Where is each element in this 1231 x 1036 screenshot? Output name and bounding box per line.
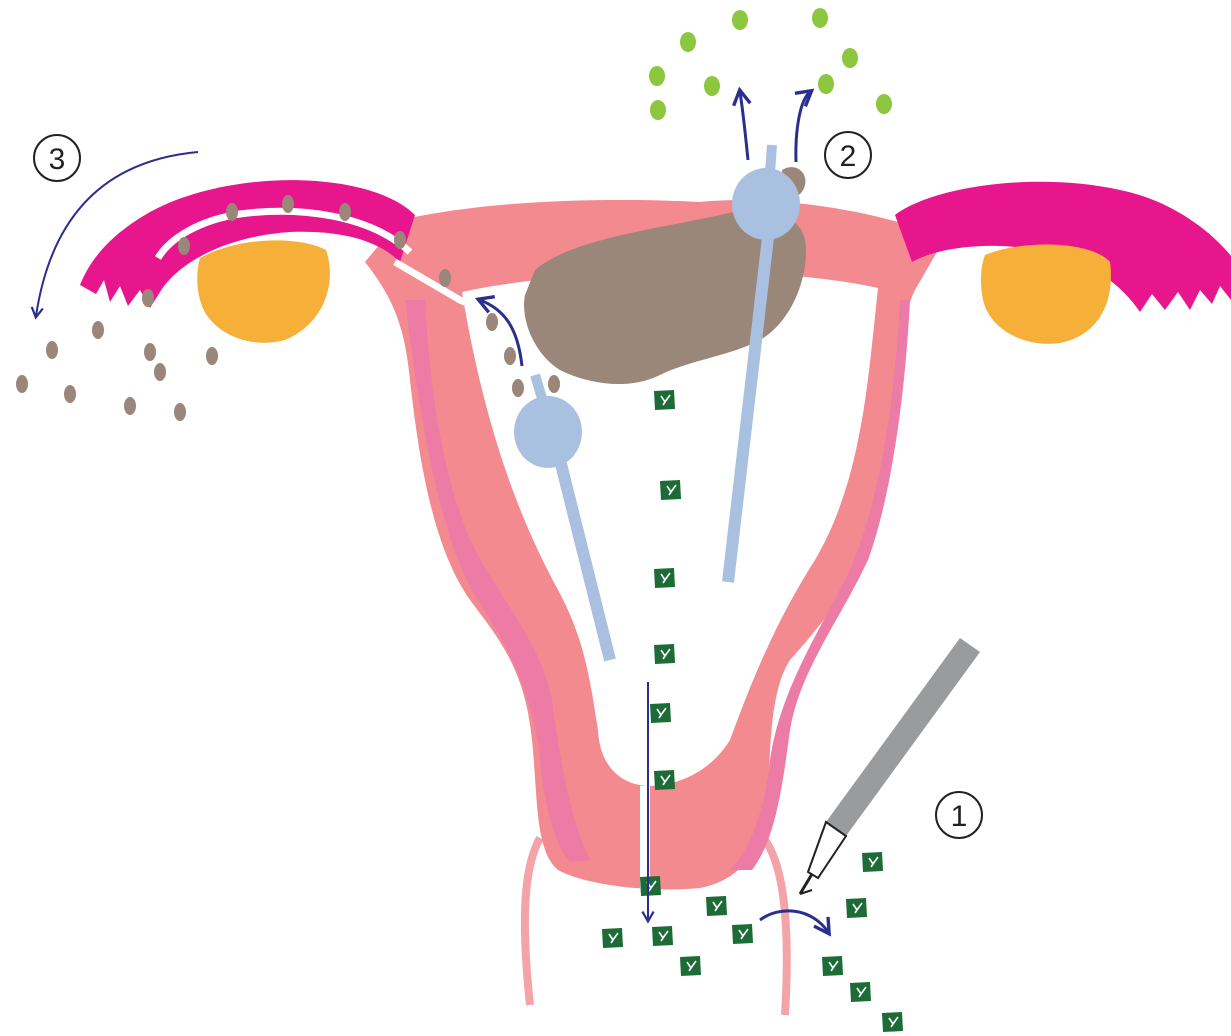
step-label-3-text: 3 (49, 143, 66, 176)
instrument (800, 638, 980, 894)
ovary-left (197, 240, 330, 342)
light-green-particles (649, 8, 892, 120)
arrow-step-1 (760, 911, 828, 932)
ovary-right (981, 245, 1111, 344)
catheter-left-balloon (514, 396, 582, 468)
arrow-step-2-left (740, 92, 748, 160)
step-label-2-text: 2 (840, 140, 857, 173)
step-label-2: 2 (825, 132, 871, 178)
step-label-1-text: 1 (951, 800, 968, 833)
step-label-1: 1 (936, 792, 982, 838)
arrow-step-2-right (796, 92, 810, 162)
catheter-right-balloon (732, 168, 800, 240)
step-label-3: 3 (34, 135, 80, 181)
